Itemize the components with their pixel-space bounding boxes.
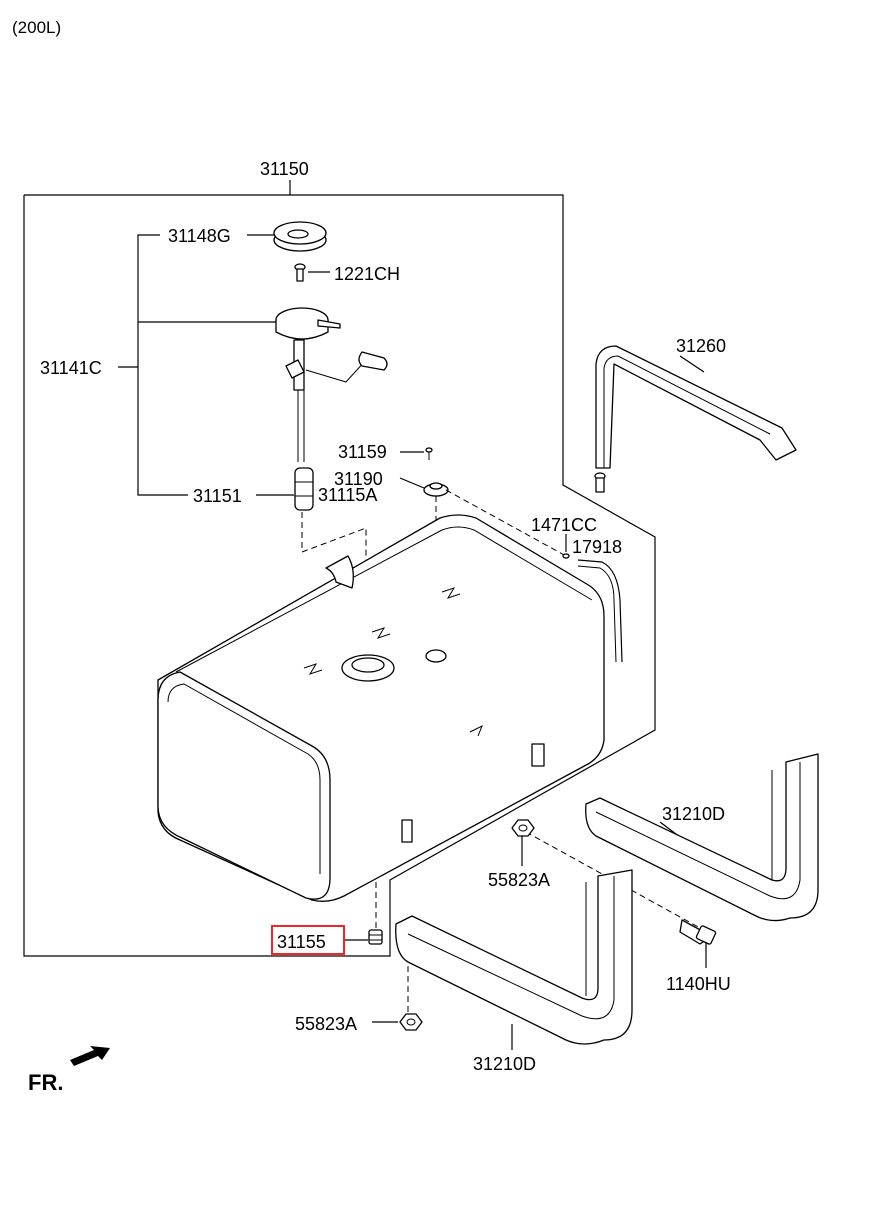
callout-1221ch: 1221CH: [334, 264, 400, 284]
callout-1471cc: 1471CC: [531, 515, 597, 535]
front-arrow-icon: [70, 1046, 110, 1066]
tank-saddle-31210d-upper: [585, 753, 819, 922]
callout-31115a: 31115A: [318, 485, 377, 505]
vent-screw-31159: [425, 447, 433, 460]
leader-31260: [679, 355, 705, 373]
tank-saddle-31210d-lower: [395, 869, 633, 1045]
callout-31155: 31155: [277, 932, 326, 952]
vent-valve-31190: [423, 482, 449, 497]
callout-31141c: 31141C: [40, 358, 102, 378]
hose-17918-edge: [577, 565, 617, 663]
front-direction-indicator: FR.: [28, 1046, 110, 1095]
fuel-tank: [157, 514, 605, 902]
fuel-sender-unit: [275, 307, 388, 462]
leader-31190: [399, 477, 425, 489]
assembly-outline-31150: [23, 194, 656, 957]
hose-17918: [577, 559, 623, 663]
callout-31150: 31150: [260, 159, 309, 179]
fuel-filter-31151: [294, 467, 314, 511]
bolt-1140hu: [679, 919, 717, 945]
gasket-31148g: [273, 221, 327, 252]
highlight-31155: [271, 925, 345, 955]
nut-55823a-lower: [399, 1013, 423, 1031]
tank-strap-31260: [594, 345, 797, 493]
callout-1140hu: 1140HU: [666, 974, 731, 994]
screw-1221ch: [294, 263, 306, 282]
callout-31190: 31190: [334, 469, 383, 489]
clip-1471cc: [562, 553, 570, 559]
callout-55823a-upper: 55823A: [488, 870, 550, 890]
callout-31159: 31159: [338, 442, 387, 462]
callout-31210d-upper: 31210D: [662, 804, 725, 824]
callout-31151: 31151: [193, 486, 242, 506]
bracket-31141c: [137, 234, 188, 496]
callout-31210d-lower: 31210D: [473, 1054, 536, 1074]
front-label: FR.: [28, 1070, 63, 1095]
nut-55823a-upper: [511, 819, 535, 837]
callout-55823a-lower: 55823A: [295, 1014, 357, 1034]
callout-31148g: 31148G: [168, 226, 231, 246]
callout-31260: 31260: [676, 336, 726, 356]
variant-label: (200L): [12, 18, 61, 37]
callout-17918: 17918: [572, 537, 622, 557]
assembly-line-clip: [445, 489, 567, 557]
drain-plug-31155: [368, 929, 383, 945]
assembly-line-bolt: [525, 831, 701, 929]
